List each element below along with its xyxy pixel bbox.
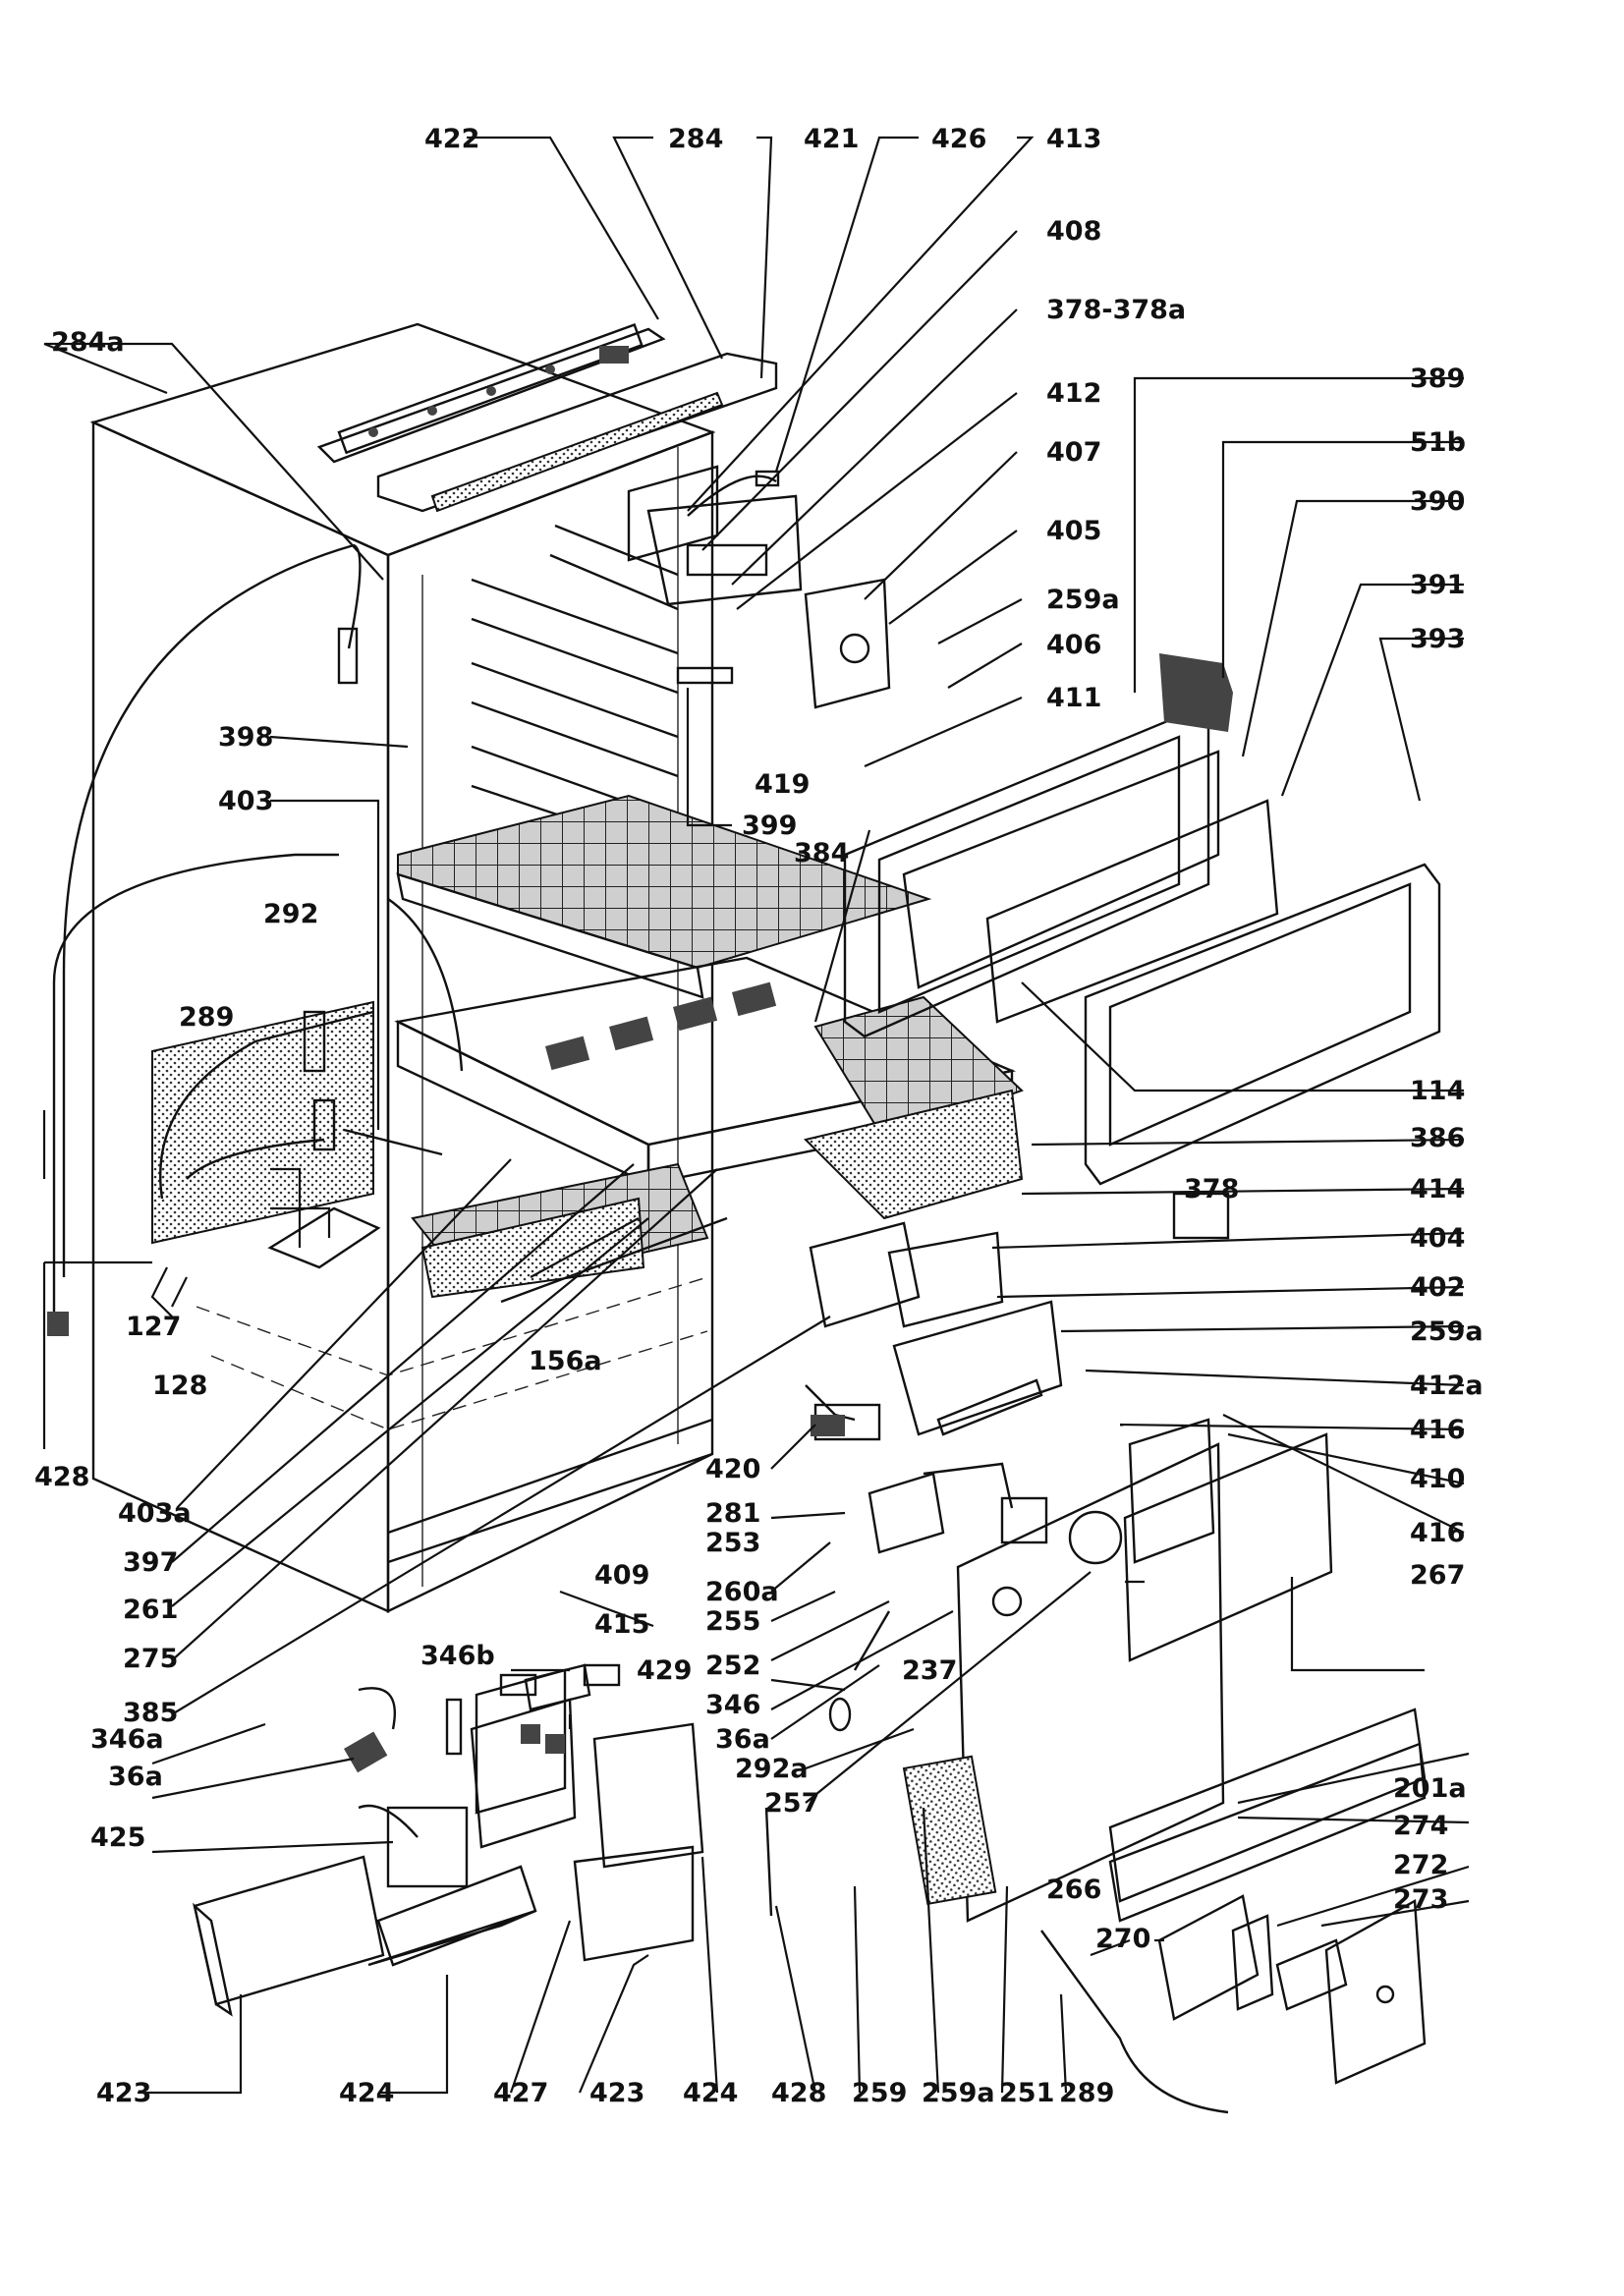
callout-284a: 284a: [51, 327, 125, 358]
callout-257: 257: [764, 1788, 820, 1819]
callout-156a: 156a: [529, 1346, 602, 1376]
callout-384: 384: [794, 838, 850, 868]
callout-260a: 260a: [705, 1577, 779, 1607]
callout-292a: 292a: [735, 1754, 809, 1784]
callout-425: 425: [90, 1822, 146, 1853]
callout-201a: 201a: [1393, 1773, 1467, 1804]
callout-385: 385: [123, 1698, 179, 1728]
callout-410: 410: [1410, 1464, 1466, 1494]
callout-390: 390: [1410, 486, 1466, 517]
callout-420: 420: [705, 1454, 761, 1484]
callout-415: 415: [594, 1609, 650, 1640]
callout-429: 429: [637, 1655, 693, 1686]
callout-252: 252: [705, 1651, 761, 1681]
callout-402: 402: [1410, 1272, 1466, 1303]
callout-346b: 346b: [420, 1641, 495, 1671]
callout-399: 399: [742, 811, 798, 841]
callout-259a-3: 259a: [922, 2078, 995, 2108]
callout-292: 292: [263, 899, 319, 929]
callout-427: 427: [493, 2078, 549, 2108]
callout-289-2: 289: [1059, 2078, 1115, 2108]
callout-251: 251: [999, 2078, 1055, 2108]
evaporator-shelf: [394, 956, 1024, 1220]
callout-261: 261: [123, 1595, 179, 1625]
callout-421: 421: [804, 124, 860, 154]
callout-398: 398: [218, 722, 274, 753]
callout-416-1: 416: [1410, 1415, 1466, 1445]
callout-36a-2: 36a: [108, 1762, 163, 1792]
callout-424-2: 424: [683, 2078, 739, 2108]
callout-255: 255: [705, 1606, 761, 1637]
callout-411: 411: [1046, 683, 1102, 713]
callout-259: 259: [852, 2078, 908, 2108]
callout-409: 409: [594, 1560, 650, 1591]
electronics-group: [193, 1663, 773, 2017]
callout-281: 281: [705, 1498, 761, 1529]
callout-416-2: 416: [1410, 1518, 1466, 1548]
callout-406: 406: [1046, 630, 1102, 660]
callout-289-1: 289: [179, 1002, 235, 1033]
callout-393: 393: [1410, 624, 1466, 654]
callout-259a-2: 259a: [1410, 1316, 1484, 1347]
callout-275: 275: [123, 1644, 179, 1674]
callout-389: 389: [1410, 364, 1466, 394]
callout-404: 404: [1410, 1223, 1466, 1254]
callout-253: 253: [705, 1528, 761, 1558]
callout-51b: 51b: [1410, 427, 1466, 458]
callout-284: 284: [668, 124, 724, 154]
callout-414: 414: [1410, 1174, 1466, 1204]
callout-403a: 403a: [118, 1498, 192, 1529]
callout-114: 114: [1410, 1076, 1466, 1106]
misc-components: [805, 1384, 1427, 2114]
callout-274: 274: [1393, 1811, 1449, 1841]
callout-412a: 412a: [1410, 1371, 1484, 1401]
callout-403: 403: [218, 786, 274, 816]
callout-422: 422: [424, 124, 480, 154]
top-control-panel: [316, 323, 778, 513]
callout-423-1: 423: [96, 2078, 152, 2108]
callout-259a-1: 259a: [1046, 585, 1120, 615]
callout-408: 408: [1046, 216, 1102, 247]
callout-267: 267: [1410, 1560, 1466, 1591]
callout-428-1: 428: [34, 1462, 90, 1492]
freezer-tray: [396, 794, 932, 999]
callout-428-2: 428: [771, 2078, 827, 2108]
callout-36a-1: 36a: [715, 1724, 770, 1755]
light-housing-top: [627, 465, 891, 709]
callout-127: 127: [126, 1312, 182, 1342]
callout-272: 272: [1393, 1850, 1449, 1880]
freezer-door: [843, 653, 1441, 1186]
callout-423-2: 423: [589, 2078, 645, 2108]
callout-237: 237: [902, 1655, 958, 1686]
callout-346: 346: [705, 1690, 761, 1720]
callout-397: 397: [123, 1547, 179, 1578]
callout-378-378a: 378-378a: [1046, 295, 1187, 325]
lower-thermostat-housing: [809, 1221, 1063, 1441]
lower-control-panel: [902, 1192, 1427, 1923]
callout-346a: 346a: [90, 1724, 164, 1755]
callout-419: 419: [755, 769, 811, 800]
callout-270: 270: [1095, 1924, 1151, 1954]
callout-386: 386: [1410, 1123, 1466, 1153]
callout-391: 391: [1410, 570, 1466, 600]
callout-407: 407: [1046, 437, 1102, 468]
leader-lines: [42, 136, 1470, 2095]
callout-412: 412: [1046, 378, 1102, 409]
callout-426: 426: [931, 124, 987, 154]
condenser-coil: [47, 543, 464, 1336]
callout-424-1: 424: [339, 2078, 395, 2108]
callout-266: 266: [1046, 1875, 1102, 1905]
callout-273: 273: [1393, 1884, 1449, 1915]
callout-378: 378: [1184, 1174, 1240, 1204]
callout-405: 405: [1046, 516, 1102, 546]
callout-128: 128: [152, 1371, 208, 1401]
callout-413: 413: [1046, 124, 1102, 154]
